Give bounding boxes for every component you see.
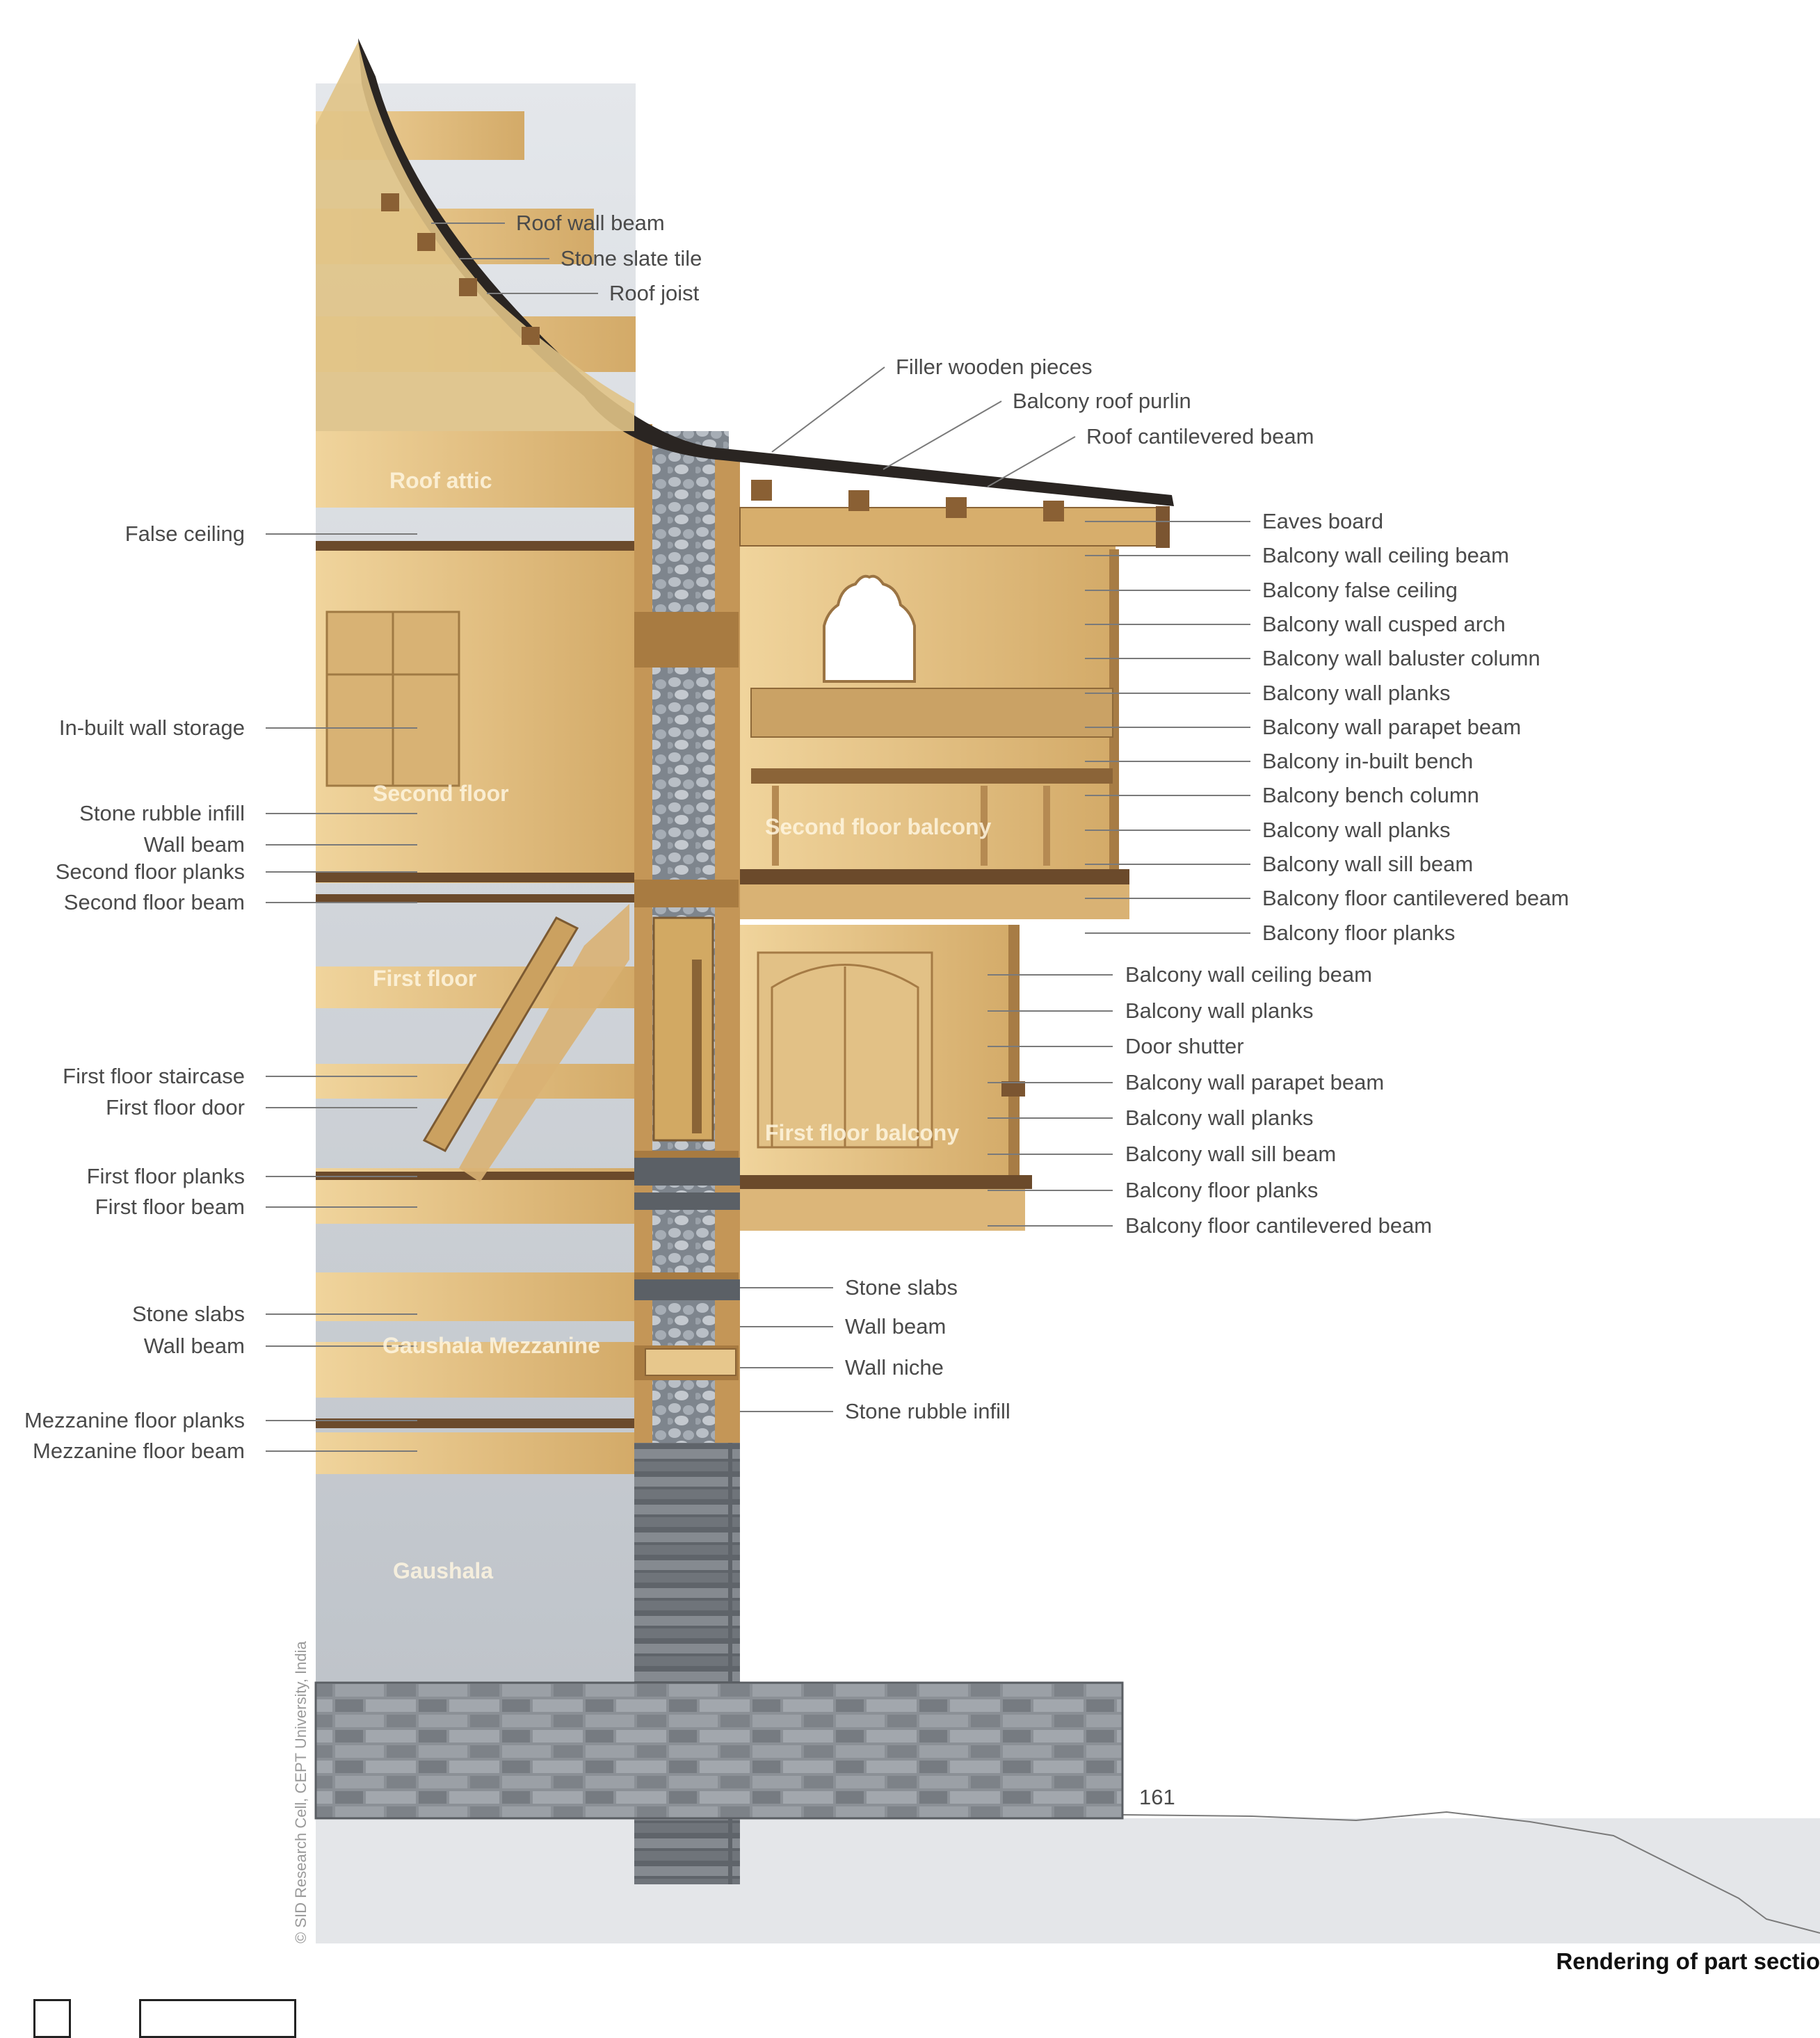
labels_wall-label-2: Wall niche [845, 1355, 944, 1380]
roof-attic-timber [316, 42, 634, 431]
labels_left-label-0: False ceiling [125, 521, 245, 546]
labels_roof-label-1: Stone slate tile [561, 246, 702, 270]
labels_right_upper-label-0: Eaves board [1262, 509, 1383, 533]
labels_left-label-7: First floor door [106, 1095, 245, 1119]
room-label-roof-attic: Roof attic [389, 468, 492, 493]
labels_right_upper-label-5: Balcony wall planks [1262, 681, 1451, 705]
roof-joists [381, 193, 1064, 521]
labels_right_lower-label-4: Balcony wall planks [1125, 1106, 1314, 1130]
labels_roof-label-2: Roof joist [609, 281, 700, 305]
labels_right_upper-label-2: Balcony false ceiling [1262, 578, 1458, 602]
room-label-first-floor: First floor [373, 966, 476, 991]
figure-caption: Rendering of part sectio [1556, 1948, 1820, 1974]
labels_wall-label-0: Stone slabs [845, 1275, 958, 1300]
labels_right_upper-label-4: Balcony wall baluster column [1262, 646, 1540, 670]
labels_wall-label-1: Wall beam [845, 1314, 946, 1339]
ground-fill [316, 1818, 1820, 1943]
first-floor-staircase [422, 904, 629, 1182]
in-built-wall-storage [325, 610, 460, 787]
labels_left-label-5: Second floor beam [64, 890, 245, 914]
wall-niche [645, 1348, 736, 1376]
labels_right_lower-label-2: Door shutter [1125, 1034, 1244, 1058]
level-marker: 161 [1139, 1785, 1175, 1809]
labels_left-label-1: In-built wall storage [59, 715, 245, 740]
scale-bar-marker [33, 1999, 71, 2038]
second-floor-balcony-box [739, 507, 1158, 919]
leader-lines [266, 223, 1250, 1452]
scale-bar [139, 1999, 296, 2038]
labels_right_lower-label-3: Balcony wall parapet beam [1125, 1070, 1384, 1094]
labels_right_lower-label-5: Balcony wall sill beam [1125, 1142, 1336, 1166]
room-label-second-floor-balcony: Second floor balcony [765, 814, 992, 839]
labels_balcony_roof-label-1: Balcony roof purlin [1013, 389, 1191, 413]
labels_left-label-10: Stone slabs [132, 1302, 245, 1326]
labels_right_upper-label-3: Balcony wall cusped arch [1262, 612, 1506, 636]
labels_right_upper-label-1: Balcony wall ceiling beam [1262, 543, 1509, 567]
foundation-plinth [314, 1681, 1124, 1820]
room-label-second-floor: Second floor [373, 781, 509, 806]
labels_right_lower-label-0: Balcony wall ceiling beam [1125, 962, 1372, 987]
labels_balcony_roof-leader-0 [771, 366, 885, 453]
labels_right_upper-label-10: Balcony wall sill beam [1262, 852, 1473, 876]
labels_left-label-12: Mezzanine floor planks [24, 1408, 245, 1432]
labels_roof-label-0: Roof wall beam [516, 211, 665, 235]
stone-slabs-in-wall [634, 1158, 740, 1300]
labels_right_lower-label-1: Balcony wall planks [1125, 998, 1314, 1023]
eaves-board [1156, 506, 1170, 548]
labels_balcony_roof-leader-2 [987, 436, 1076, 487]
labels_right_upper-label-8: Balcony bench column [1262, 783, 1479, 807]
room-label-first-floor-balcony: First floor balcony [765, 1120, 959, 1145]
room-label-gaushala-mezzanine: Gaushala Mezzanine [382, 1333, 600, 1358]
labels_left-label-13: Mezzanine floor beam [33, 1439, 245, 1463]
room-label-gaushala: Gaushala [393, 1558, 493, 1583]
labels_right_upper-label-9: Balcony wall planks [1262, 818, 1451, 842]
labels_right_lower-label-7: Balcony floor cantilevered beam [1125, 1213, 1432, 1238]
labels_left-label-3: Wall beam [144, 832, 245, 857]
labels_left-label-11: Wall beam [144, 1334, 245, 1358]
labels_left-label-9: First floor beam [95, 1195, 245, 1219]
labels_left-label-4: Second floor planks [56, 859, 245, 884]
labels_left-label-6: First floor staircase [63, 1064, 245, 1088]
labels_balcony_roof-label-2: Roof cantilevered beam [1086, 424, 1314, 448]
labels_left-label-8: First floor planks [87, 1164, 245, 1188]
labels_right_lower-label-6: Balcony floor planks [1125, 1178, 1318, 1202]
labels_right_upper-label-12: Balcony floor planks [1262, 921, 1455, 945]
first-floor-balcony-box [740, 925, 1032, 1231]
labels_wall-label-3: Stone rubble infill [845, 1399, 1010, 1423]
labels_balcony_roof-leader-1 [883, 401, 1002, 470]
labels_right_upper-label-11: Balcony floor cantilevered beam [1262, 886, 1569, 910]
first-floor-door [652, 916, 714, 1142]
labels_left-label-2: Stone rubble infill [79, 801, 245, 825]
ground-profile [1122, 1811, 1820, 1934]
balcony-wall-cusped-arch [823, 574, 916, 683]
labels_balcony_roof-label-0: Filler wooden pieces [896, 355, 1093, 379]
labels_right_upper-label-6: Balcony wall parapet beam [1262, 715, 1521, 739]
labels_right_upper-label-7: Balcony in-built bench [1262, 749, 1473, 773]
copyright-credit: © SID Research Cell, CEPT University, In… [292, 1640, 309, 1943]
